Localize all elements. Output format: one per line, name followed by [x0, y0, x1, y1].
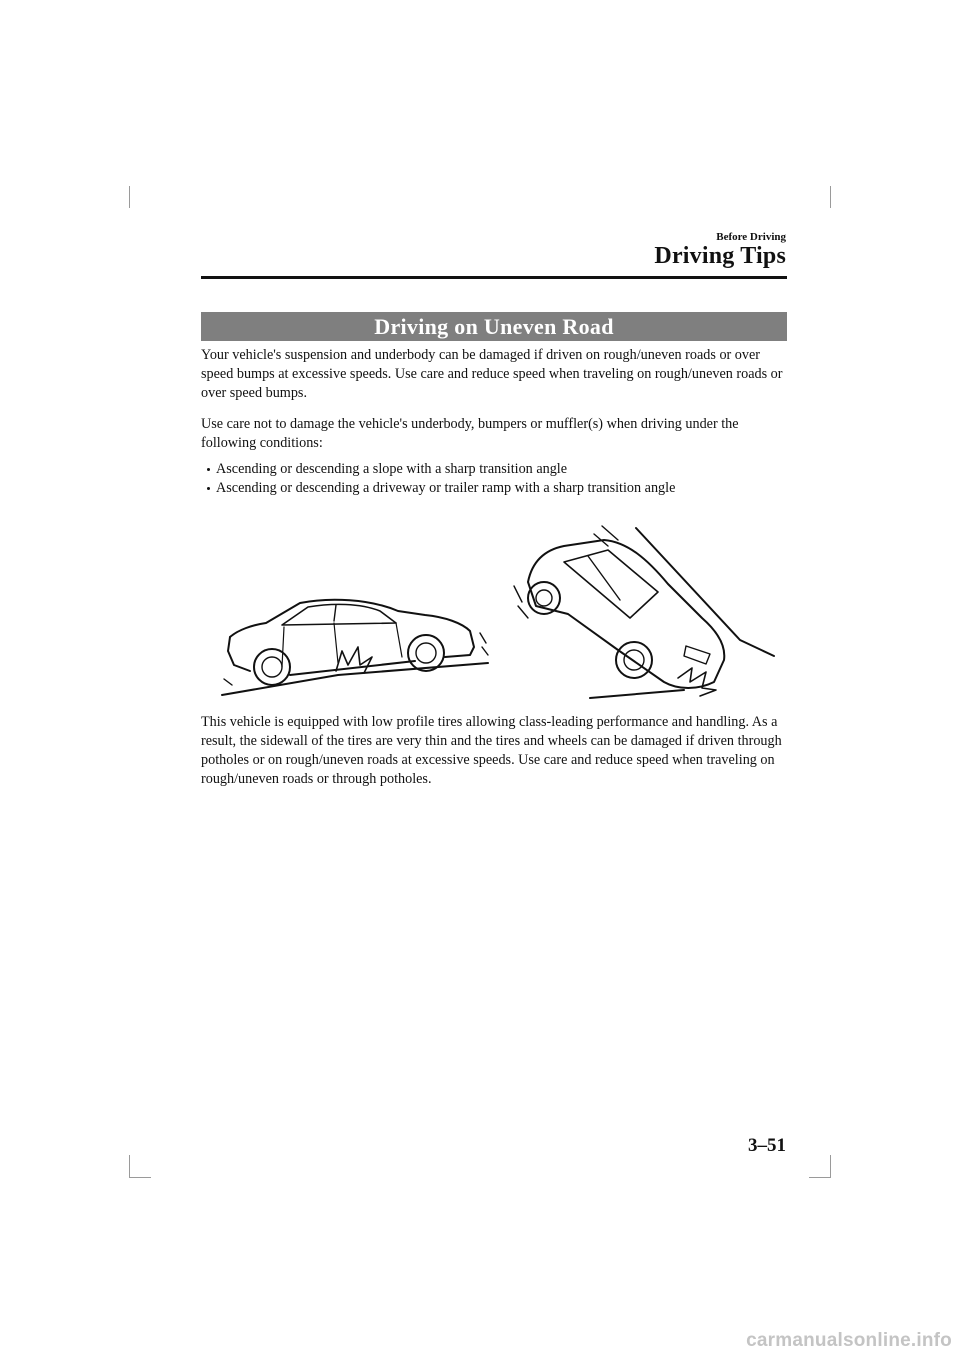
- header-rule: [201, 276, 787, 279]
- crop-mark: [129, 186, 130, 208]
- list-item: Ascending or descending a slope with a s…: [206, 460, 791, 479]
- car-slope-illustration: [221, 598, 489, 696]
- tires-note-paragraph: This vehicle is equipped with low profil…: [201, 714, 782, 787]
- list-item: Ascending or descending a driveway or tr…: [206, 479, 791, 498]
- watermark: carmanualsonline.info: [746, 1330, 952, 1351]
- conditions-list: Ascending or descending a slope with a s…: [206, 460, 791, 498]
- crop-mark: [830, 1155, 831, 1177]
- chapter-title: Driving Tips: [654, 243, 786, 269]
- crop-mark: [129, 1177, 151, 1178]
- section-heading: Driving on Uneven Road: [201, 312, 787, 341]
- intro-paragraph: Your vehicle's suspension and underbody …: [201, 347, 783, 401]
- page-number: 3–51: [748, 1135, 786, 1156]
- crop-mark: [129, 1155, 130, 1177]
- section-label: Before Driving: [716, 231, 786, 243]
- crop-mark: [809, 1177, 831, 1178]
- car-ramp-illustration: [513, 525, 775, 699]
- conditions-intro-paragraph: Use care not to damage the vehicle's und…: [201, 416, 739, 451]
- crop-mark: [830, 186, 831, 208]
